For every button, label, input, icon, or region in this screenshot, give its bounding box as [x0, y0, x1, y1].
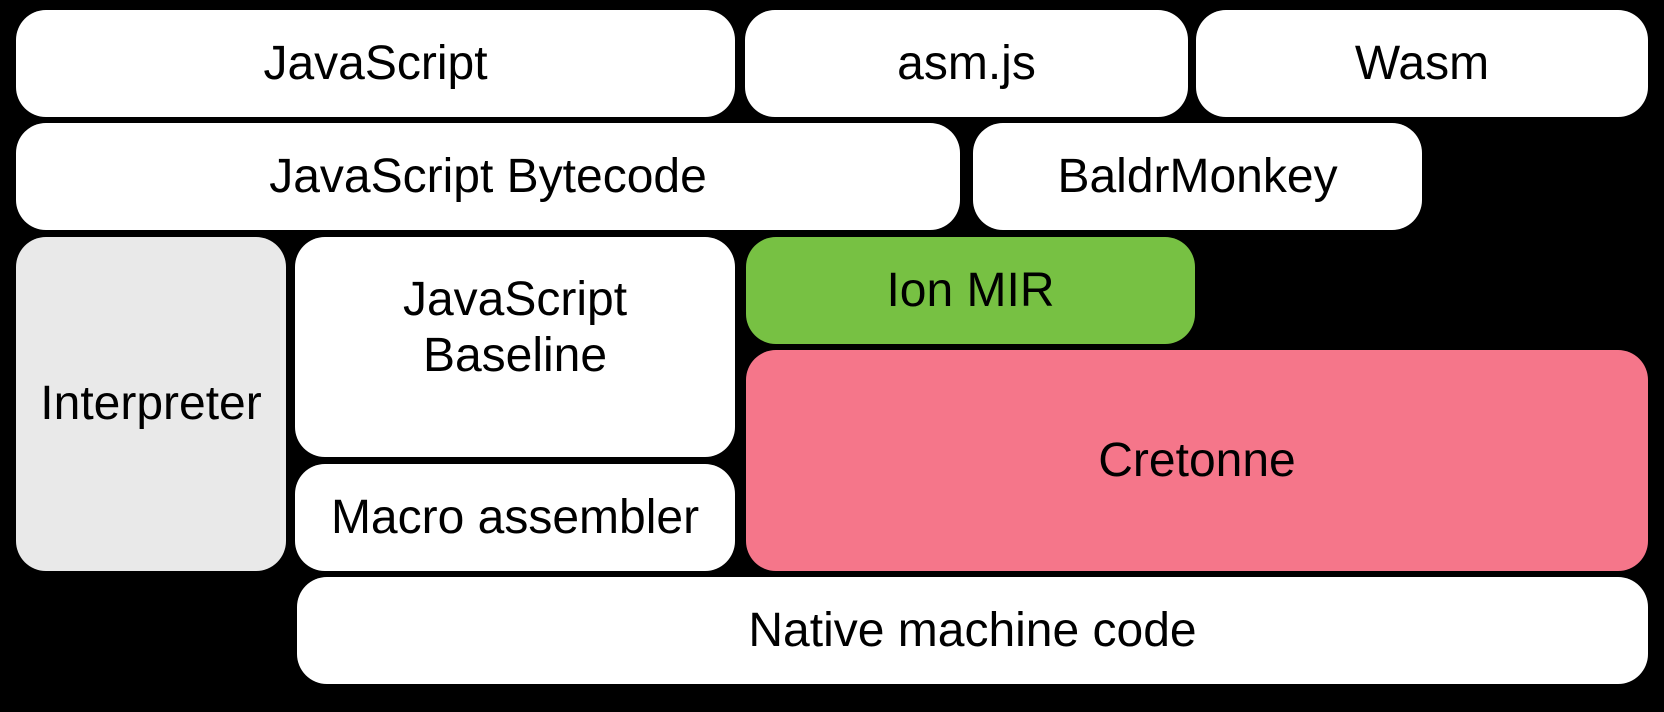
box-ion-mir: Ion MIR: [746, 237, 1195, 344]
box-macro-assembler-label: Macro assembler: [330, 490, 700, 544]
box-native-machine-code: Native machine code: [297, 577, 1648, 684]
box-javascript-bytecode: JavaScript Bytecode: [16, 123, 960, 230]
box-javascript-bytecode-label: JavaScript Bytecode: [269, 149, 707, 203]
box-baldrmonkey-label: BaldrMonkey: [1057, 149, 1338, 203]
box-ion-mir-label: Ion MIR: [886, 263, 1055, 317]
box-interpreter-label: Interpreter: [40, 377, 262, 431]
box-wasm: Wasm: [1196, 10, 1648, 117]
box-javascript-label: JavaScript: [263, 36, 488, 90]
box-interpreter: Interpreter: [16, 237, 286, 571]
box-asmjs-label: asm.js: [897, 36, 1036, 90]
box-asmjs: asm.js: [745, 10, 1188, 117]
box-cretonne: Cretonne: [746, 350, 1648, 571]
box-macro-assembler: Macro assembler: [295, 464, 735, 571]
box-baldrmonkey: BaldrMonkey: [973, 123, 1422, 230]
box-wasm-label: Wasm: [1354, 36, 1490, 90]
box-javascript-baseline-label: JavaScript Baseline: [402, 273, 628, 382]
box-native-machine-code-label: Native machine code: [748, 603, 1197, 657]
box-javascript: JavaScript: [16, 10, 735, 117]
box-javascript-baseline: JavaScript Baseline: [295, 237, 735, 457]
box-cretonne-label: Cretonne: [1098, 433, 1296, 487]
